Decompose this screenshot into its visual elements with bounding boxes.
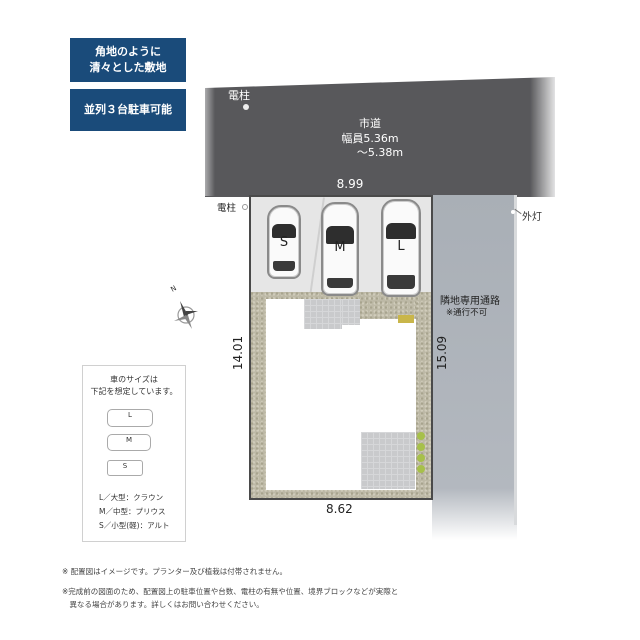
dimension-right: 15.09 xyxy=(435,335,450,371)
legend-car-label: L xyxy=(128,411,132,419)
badge-line: 清々とした敷地 xyxy=(89,61,167,74)
street-light-icon xyxy=(511,210,515,214)
car-windshield xyxy=(386,223,416,239)
utility-pole-label: 電柱 xyxy=(228,89,250,102)
neighbor-path-label: 隣地専用通路 xyxy=(440,296,500,307)
legend-car-label: M xyxy=(125,436,133,444)
car-size-legend: 車のサイズは 下記を想定しています。 L M S L／大型：クラウン M／中型：… xyxy=(82,365,186,542)
road-width: 幅員5.36m xyxy=(341,132,399,145)
legend-entry-medium: M／中型：プリウス xyxy=(99,507,166,516)
legend-car-large-icon: L xyxy=(107,409,153,427)
legend-car-medium-icon: M xyxy=(107,434,151,451)
legend-title-line: 下記を想定しています。 xyxy=(90,387,178,396)
parked-car-small: S xyxy=(267,205,301,279)
dimension-top: 8.99 xyxy=(336,177,364,191)
disclaimer-note: ※完成前の図面のため、配置図上の駐車位置や台数、電柱の有無や位置、境界ブロックな… xyxy=(62,587,399,596)
shrub-icon xyxy=(417,454,425,462)
dimension-bottom: 8.62 xyxy=(326,502,353,516)
city-road xyxy=(205,77,555,197)
legend-entry-small: S／小型(軽)：アルト xyxy=(99,521,170,530)
gravel-area xyxy=(360,301,416,319)
site-lot: S M L xyxy=(249,195,433,500)
badge-line: 並列３台駐車可能 xyxy=(84,103,172,116)
utility-pole-side-label: 電柱 xyxy=(217,203,237,214)
car-size-label: L xyxy=(397,238,405,254)
utility-pole-side-icon xyxy=(242,204,248,210)
entrance-deck xyxy=(304,299,342,329)
disclaimer-note: 異なる場合があります。詳しくはお問い合わせください。 xyxy=(62,600,264,609)
car-windshield xyxy=(272,224,296,238)
car-rear-window xyxy=(327,278,353,288)
road-width-range: 〜5.38m xyxy=(356,146,404,159)
car-rear-window xyxy=(273,261,295,271)
legend-car-label: S xyxy=(122,462,128,470)
legend-title: 車のサイズは 下記を想定しています。 xyxy=(83,374,185,398)
legend-entry-large: L／大型：クラウン xyxy=(99,493,164,502)
car-size-label: S xyxy=(279,235,289,250)
compass-icon xyxy=(174,301,198,329)
legend-car-small-icon: S xyxy=(107,460,143,476)
shrub-icon xyxy=(417,443,425,451)
planter xyxy=(398,315,414,323)
terrace-deck xyxy=(361,432,415,489)
utility-pole-icon xyxy=(243,104,249,110)
car-rear-window xyxy=(387,275,415,289)
road-fade xyxy=(195,86,215,196)
disclaimer-note: ※ 配置図はイメージです。プランター及び植栽は付帯されません。 xyxy=(62,567,288,576)
house-footprint xyxy=(266,299,306,309)
neighbor-private-path xyxy=(432,195,517,540)
car-windshield xyxy=(326,226,354,244)
no-passage-note: ※通行不可 xyxy=(446,308,488,318)
road-fade xyxy=(530,76,560,198)
north-compass: N xyxy=(168,284,202,329)
shrub-icon xyxy=(417,432,425,440)
entrance-steps xyxy=(342,299,360,325)
parked-car-medium: M xyxy=(321,202,359,296)
parked-car-large: L xyxy=(381,199,421,297)
road-name: 市道 xyxy=(359,117,381,130)
path-edge xyxy=(514,195,517,525)
legend-title-line: 車のサイズは xyxy=(110,375,158,384)
dimension-left: 14.01 xyxy=(231,335,246,371)
street-light-label: 外灯 xyxy=(522,212,542,223)
feature-badge-parking: 並列３台駐車可能 xyxy=(70,89,186,131)
shrub-icon xyxy=(417,465,425,473)
car-size-label: M xyxy=(334,240,346,255)
feature-badge-corner-lot: 角地のように 清々とした敷地 xyxy=(70,38,186,82)
badge-line: 角地のように xyxy=(95,45,161,58)
